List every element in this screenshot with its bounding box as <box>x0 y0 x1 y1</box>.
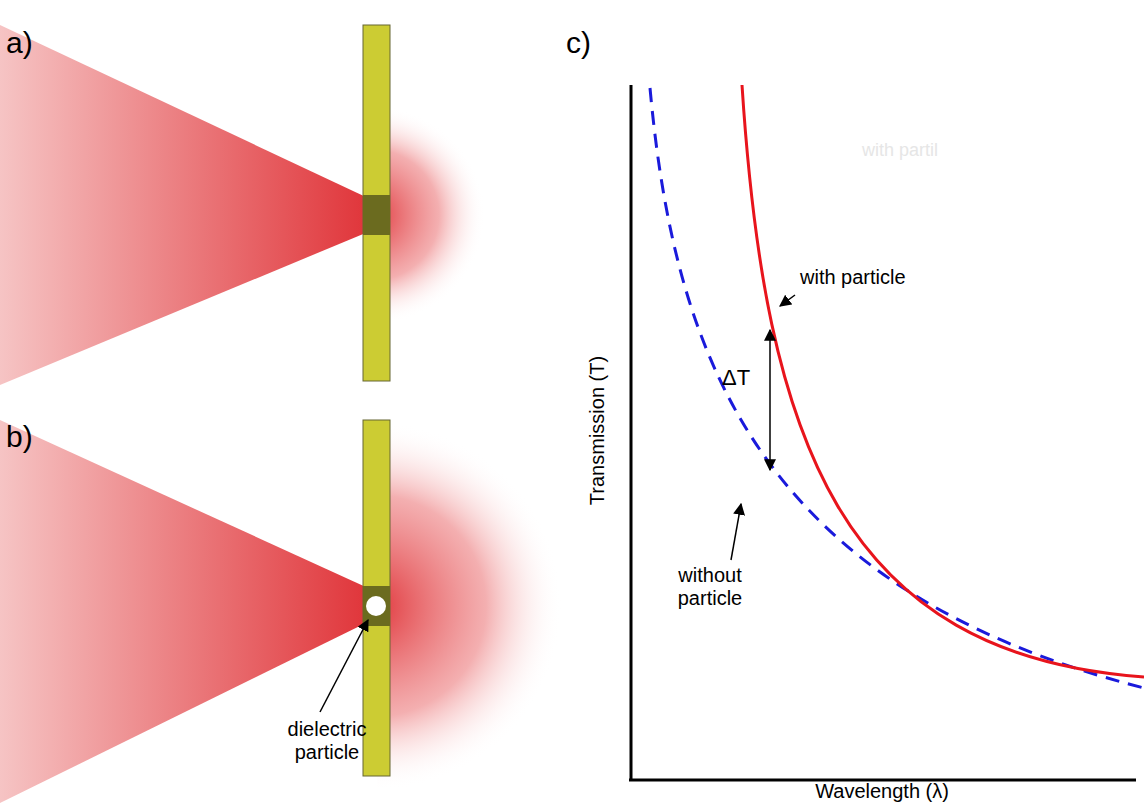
curve-label: with particle <box>800 266 906 289</box>
watermark: with partil <box>862 140 938 161</box>
laser-beam-b <box>0 420 562 803</box>
delta-arrow <box>769 330 771 470</box>
laser-beam-a <box>0 25 485 385</box>
dielectric-particle <box>366 596 386 616</box>
metal-film-b <box>363 420 390 776</box>
panel-letter: c) <box>566 26 591 61</box>
panel-letter: a) <box>6 26 33 61</box>
axis-label: Wavelength (λ) <box>815 780 949 803</box>
leader-line <box>780 295 795 306</box>
leader-line <box>731 504 741 560</box>
axis-label: Transmission (T) <box>587 355 610 504</box>
delta-label: ΔT <box>722 365 750 390</box>
particle-label: dielectric particle <box>272 718 382 764</box>
curve-label: without particle <box>660 564 760 610</box>
leader-line <box>320 620 368 712</box>
axes <box>629 85 1136 781</box>
panel-letter: b) <box>6 420 33 455</box>
metal-film-a <box>363 25 390 381</box>
curve-with-particle <box>742 85 1144 677</box>
curve-without-particle <box>650 88 1144 688</box>
